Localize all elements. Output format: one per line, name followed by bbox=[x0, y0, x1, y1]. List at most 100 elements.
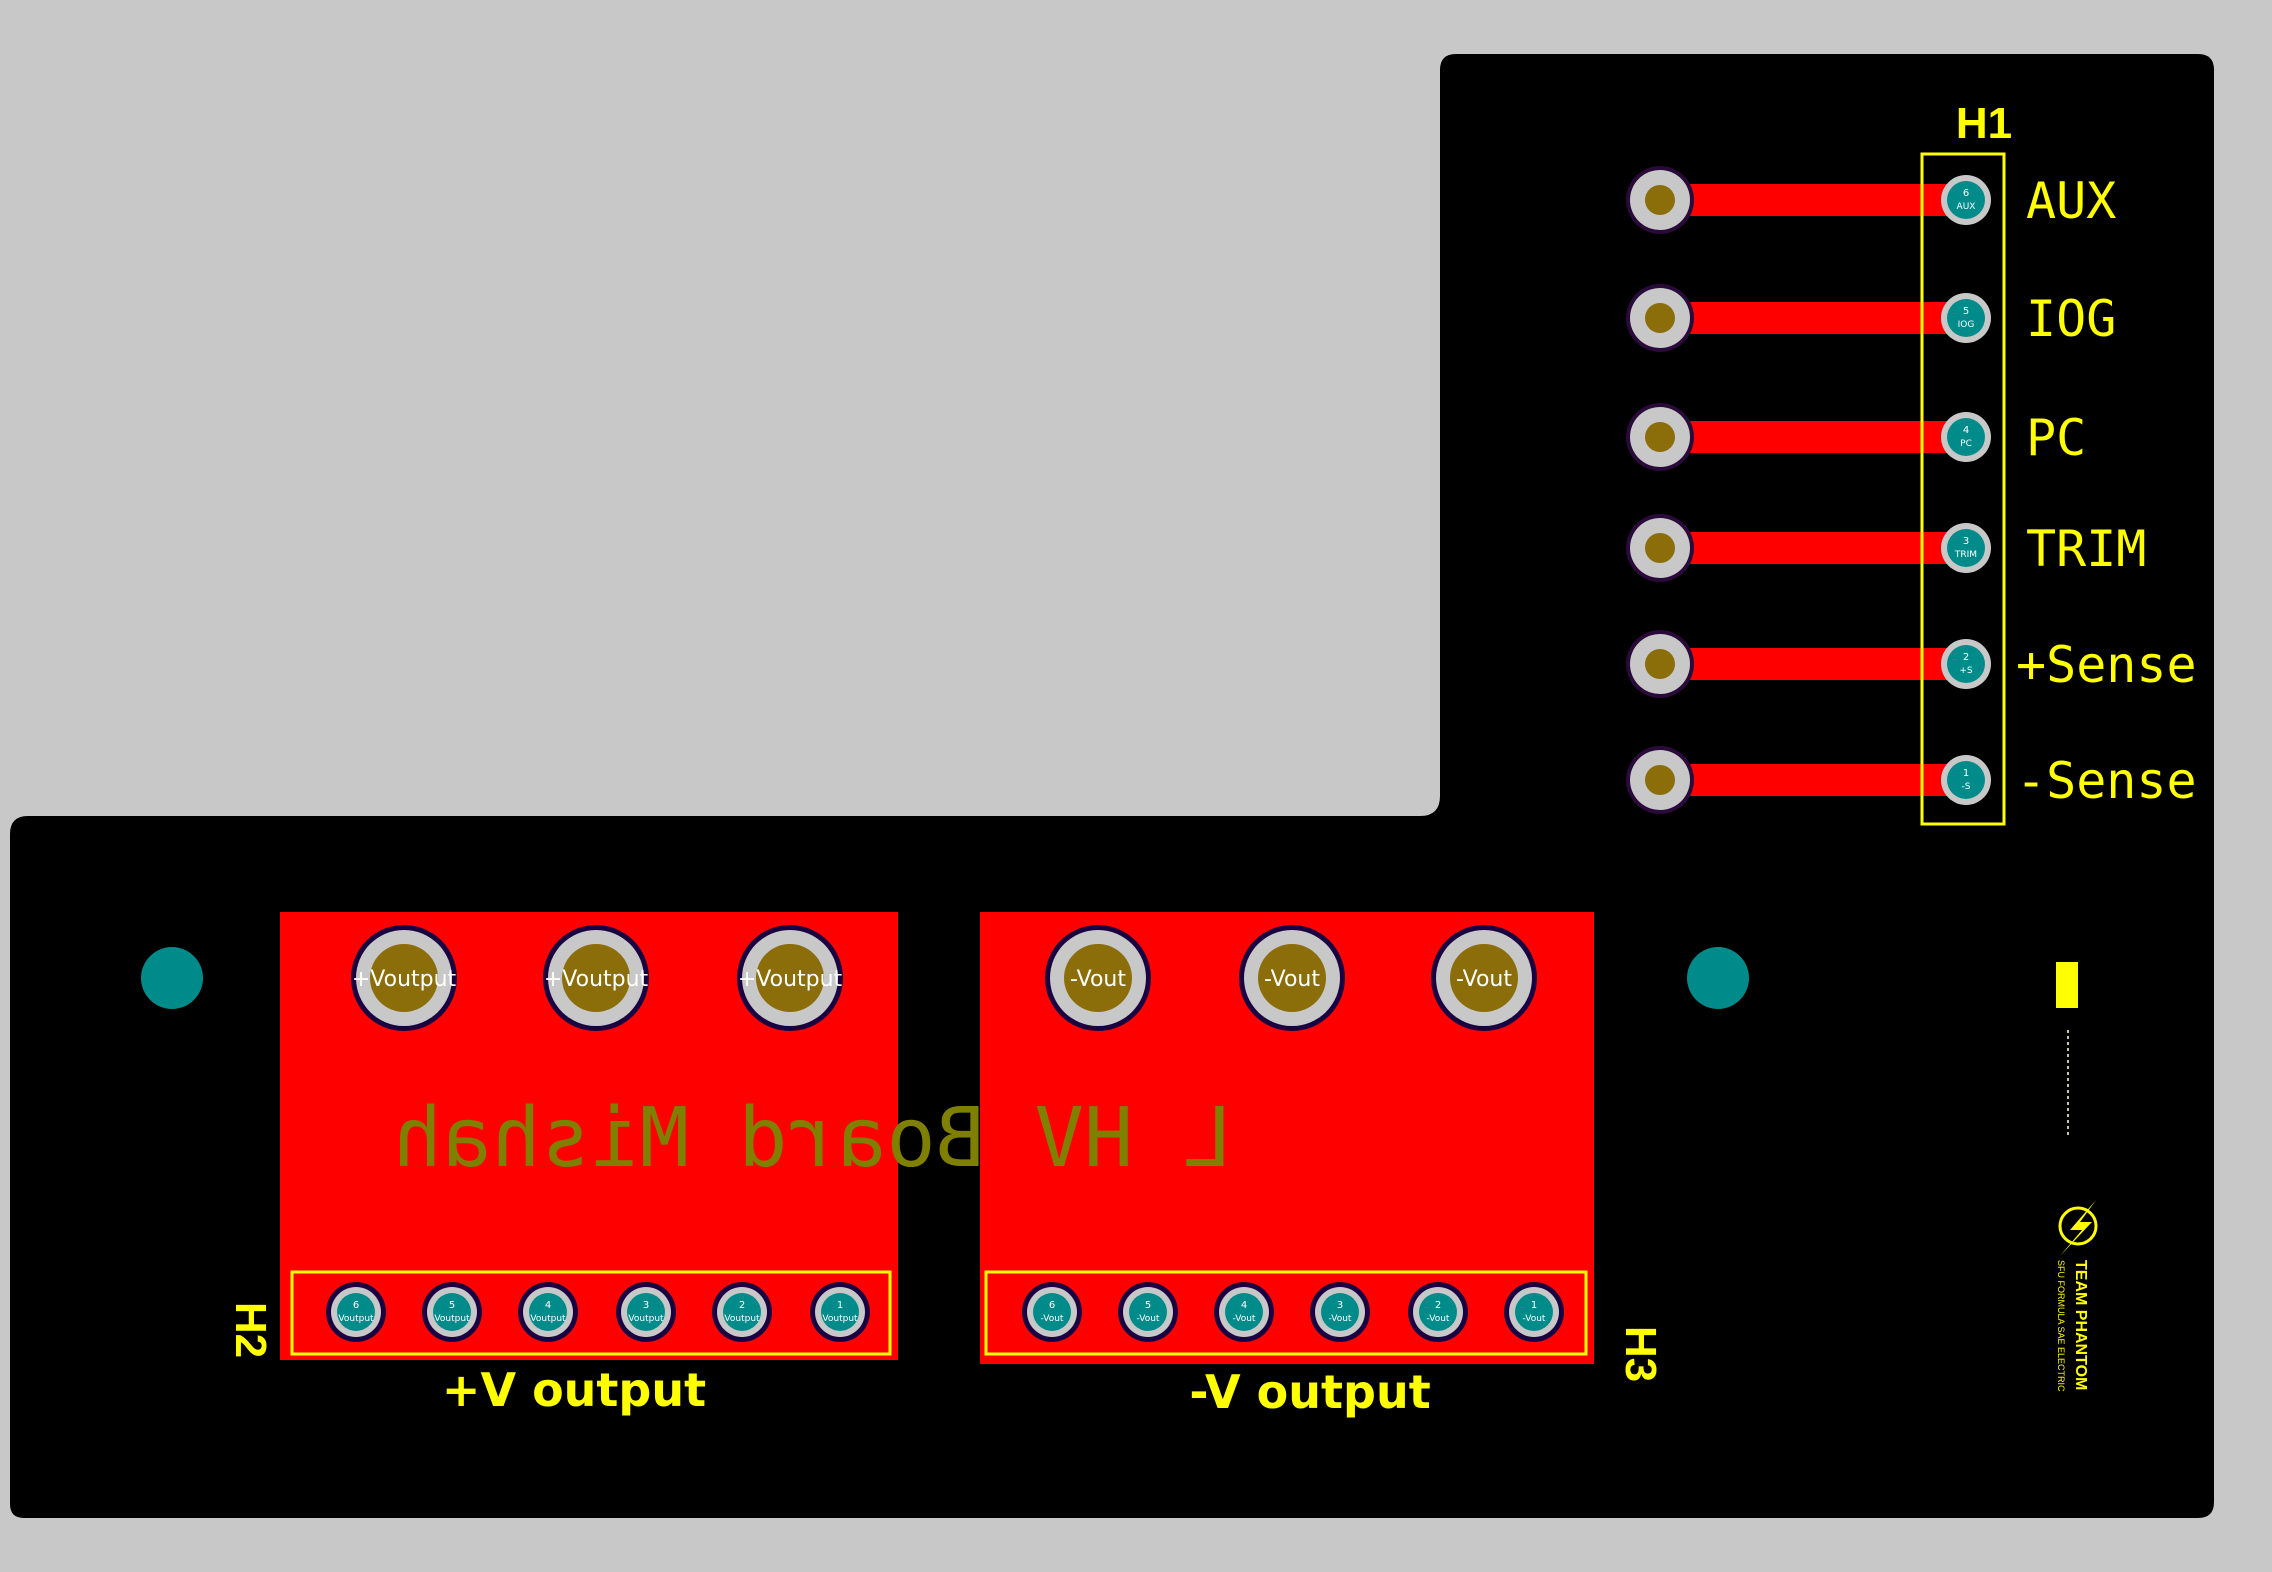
big-pad: -Vout bbox=[1239, 925, 1345, 1031]
h2-caption: +V output bbox=[442, 1363, 706, 1417]
big-pads-positive: +Voutput +Voutput +Voutput bbox=[351, 925, 843, 1031]
pad-net: Voutput bbox=[434, 1314, 470, 1324]
pad-net: -Vout bbox=[1264, 967, 1320, 992]
via-drill bbox=[1645, 185, 1675, 215]
h3-caption: -V output bbox=[1189, 1365, 1430, 1419]
via-drill bbox=[1645, 649, 1675, 679]
h1-outline bbox=[1920, 152, 2006, 826]
pad-drill bbox=[370, 944, 438, 1012]
pad-number: 4 bbox=[1963, 425, 1969, 436]
pad-number: 4 bbox=[1241, 1300, 1247, 1311]
pad-drill bbox=[1515, 1293, 1553, 1331]
lightning-bolt-icon bbox=[2058, 1206, 2098, 1246]
pad-drill bbox=[1947, 645, 1985, 683]
via-drill bbox=[1645, 765, 1675, 795]
pad-drill bbox=[1064, 944, 1132, 1012]
pad-net: -Vout bbox=[1137, 1314, 1160, 1324]
big-pad: +Voutput bbox=[737, 925, 843, 1031]
trace bbox=[1660, 648, 1966, 680]
pad-net: -Vout bbox=[1523, 1314, 1546, 1324]
pad-drill bbox=[529, 1293, 567, 1331]
mounting-hole-left bbox=[141, 947, 203, 1009]
pad-net: Voutput bbox=[530, 1314, 566, 1324]
pad-net: AUX bbox=[1957, 202, 1976, 212]
big-pad: +Voutput bbox=[351, 925, 457, 1031]
big-pad: +Voutput bbox=[543, 925, 649, 1031]
team-logo: TEAM PHANTOM SFU FORMULA SAE ELECTRIC bbox=[2056, 962, 2098, 1392]
pad-number: 5 bbox=[1963, 306, 1969, 317]
pad-drill bbox=[562, 944, 630, 1012]
pad-number: 6 bbox=[1963, 188, 1969, 199]
pad-net: IOG bbox=[1958, 320, 1975, 330]
via-drill bbox=[1645, 303, 1675, 333]
pad-drill bbox=[821, 1293, 859, 1331]
h3-pin-6: 6 -Vout bbox=[1022, 1282, 1082, 1342]
pad-net: Voutput bbox=[338, 1314, 374, 1324]
pad-net: -Vout bbox=[1041, 1314, 1064, 1324]
pad-number: 6 bbox=[1049, 1300, 1055, 1311]
pad-number: 4 bbox=[545, 1300, 551, 1311]
pad-drill bbox=[1225, 1293, 1263, 1331]
pad-drill bbox=[1129, 1293, 1167, 1331]
logo-tagline: SFU FORMULA SAE ELECTRIC bbox=[2056, 1260, 2066, 1392]
pad-net: +Voutput bbox=[544, 967, 649, 992]
pad-number: 3 bbox=[1963, 536, 1969, 547]
pad-net: Voutput bbox=[724, 1314, 760, 1324]
trace bbox=[1660, 764, 1966, 796]
h1-pin-label: TRIM bbox=[2026, 520, 2146, 578]
pad-drill bbox=[1947, 529, 1985, 567]
header-h2-pins: 6Voutput5Voutput4Voutput3Voutput2Voutput… bbox=[326, 1282, 870, 1342]
pad-net: -Vout bbox=[1329, 1314, 1352, 1324]
trace bbox=[1660, 421, 1966, 453]
pad-net: -Vout bbox=[1070, 967, 1126, 992]
pad-net: Voutput bbox=[628, 1314, 664, 1324]
pad-net: -Vout bbox=[1456, 967, 1512, 992]
h1-pin-1: 1 -S bbox=[1941, 755, 1991, 805]
pad-drill bbox=[337, 1293, 375, 1331]
pad-number: 1 bbox=[1531, 1300, 1537, 1311]
pad-number: 2 bbox=[1435, 1300, 1441, 1311]
board-title: L HV Board Mishah bbox=[393, 1091, 1232, 1186]
h1-pin-label: -Sense bbox=[2016, 752, 2197, 810]
pad-drill bbox=[1947, 181, 1985, 219]
pad-number: 2 bbox=[1963, 652, 1969, 663]
pad-net: +Voutput bbox=[352, 967, 457, 992]
pad-drill bbox=[1419, 1293, 1457, 1331]
via-drill bbox=[1645, 533, 1675, 563]
h1-pin-label: PC bbox=[2026, 409, 2086, 467]
h1-pin-label: +Sense bbox=[2016, 636, 2197, 694]
pad-drill bbox=[1258, 944, 1326, 1012]
pad-number: 1 bbox=[1963, 768, 1969, 779]
pad-net: Voutput bbox=[822, 1314, 858, 1324]
pad-drill bbox=[1947, 418, 1985, 456]
pad-number: 6 bbox=[353, 1300, 359, 1311]
pad-number: 2 bbox=[739, 1300, 745, 1311]
pad-net: +Voutput bbox=[738, 967, 843, 992]
h3-pin-1: 1 -Vout bbox=[1504, 1282, 1564, 1342]
mounting-hole-right bbox=[1687, 947, 1749, 1009]
h3-designator: H3 bbox=[1616, 1326, 1665, 1382]
trace bbox=[1660, 302, 1966, 334]
h1-pin-label: AUX bbox=[2026, 172, 2116, 230]
logo-name: TEAM PHANTOM bbox=[2072, 1260, 2089, 1390]
pad-net: -Vout bbox=[1233, 1314, 1256, 1324]
pad-drill bbox=[1450, 944, 1518, 1012]
pad-drill bbox=[1947, 761, 1985, 799]
big-pad: -Vout bbox=[1431, 925, 1537, 1031]
pad-net: -S bbox=[1962, 782, 1971, 792]
h3-pin-5: 5-Vout bbox=[1118, 1282, 1178, 1342]
h1-pin-2: 2+S bbox=[1941, 639, 1991, 689]
h3-pin-2: 2-Vout bbox=[1408, 1282, 1468, 1342]
pad-drill bbox=[627, 1293, 665, 1331]
lightning-bolt-path bbox=[2060, 1200, 2096, 1256]
